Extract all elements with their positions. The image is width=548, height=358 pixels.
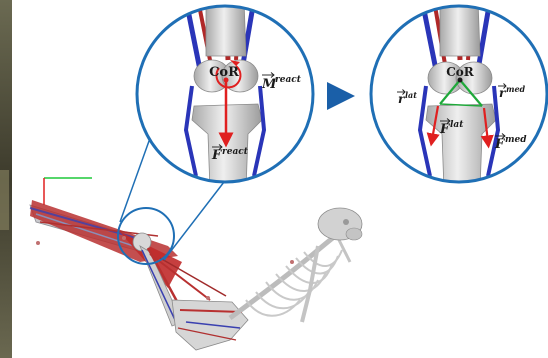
- cor-label-right: CoR: [446, 65, 475, 79]
- left-knee-closeup: CoR M react F react: [130, 0, 330, 190]
- coordinate-axes: [44, 178, 92, 205]
- right-knee-closeup: CoR r lat r med F lat F med: [365, 0, 548, 190]
- svg-text:F: F: [494, 137, 505, 152]
- musculoskeletal-model: [30, 200, 362, 350]
- svg-text:lat: lat: [450, 120, 464, 130]
- svg-text:react: react: [275, 75, 302, 85]
- svg-text:med: med: [505, 135, 527, 145]
- svg-text:lat: lat: [405, 90, 417, 100]
- svg-text:F: F: [211, 148, 222, 163]
- cor-label-left: CoR: [209, 65, 239, 80]
- svg-text:F: F: [439, 122, 450, 137]
- svg-text:med: med: [506, 84, 526, 94]
- svg-text:react: react: [222, 147, 249, 157]
- transition-arrow-icon: [327, 82, 355, 110]
- background-photo-strip: [0, 0, 12, 358]
